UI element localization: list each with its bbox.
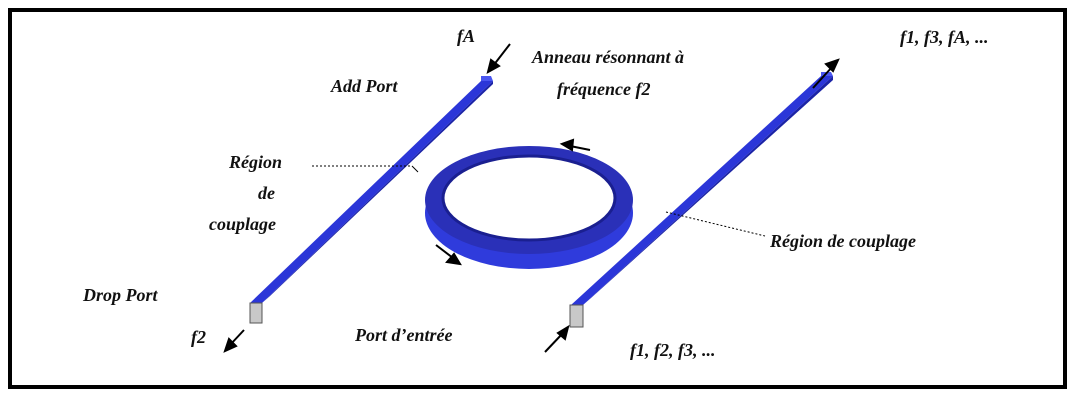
label-region-right: Région de couplage	[769, 231, 916, 251]
label-region-left-1: Région	[228, 152, 282, 172]
arrow-fa-icon	[486, 58, 501, 74]
label-ring-line1: Anneau résonnant à	[531, 47, 684, 67]
arrows	[223, 43, 840, 353]
right-waveguide	[569, 72, 833, 328]
arrow-output-icon	[824, 58, 840, 73]
label-drop-port: Drop Port	[82, 285, 159, 305]
label-f2: f2	[191, 327, 206, 347]
label-bottom-right: f1, f2, f3, ...	[630, 340, 715, 360]
label-region-left-3: couplage	[209, 214, 276, 234]
label-region-left-2: de	[258, 183, 275, 203]
drop-port-face	[249, 302, 263, 324]
label-add-port: Add Port	[330, 76, 399, 96]
leader-lines	[312, 165, 766, 237]
label-fa: fA	[457, 26, 475, 46]
arrow-ring-top-icon	[559, 138, 575, 152]
ring-resonator	[425, 146, 633, 269]
input-port-face	[569, 304, 584, 328]
label-port-entree: Port d’entrée	[354, 325, 452, 345]
arrow-drop-icon	[223, 337, 238, 353]
label-ring-line2: fréquence f2	[557, 79, 650, 99]
arrow-input-icon	[556, 324, 570, 341]
left-waveguide	[249, 76, 493, 324]
arrow-ring-bottom-icon	[445, 252, 462, 266]
label-top-right: f1, f3, fA, ...	[900, 27, 989, 47]
